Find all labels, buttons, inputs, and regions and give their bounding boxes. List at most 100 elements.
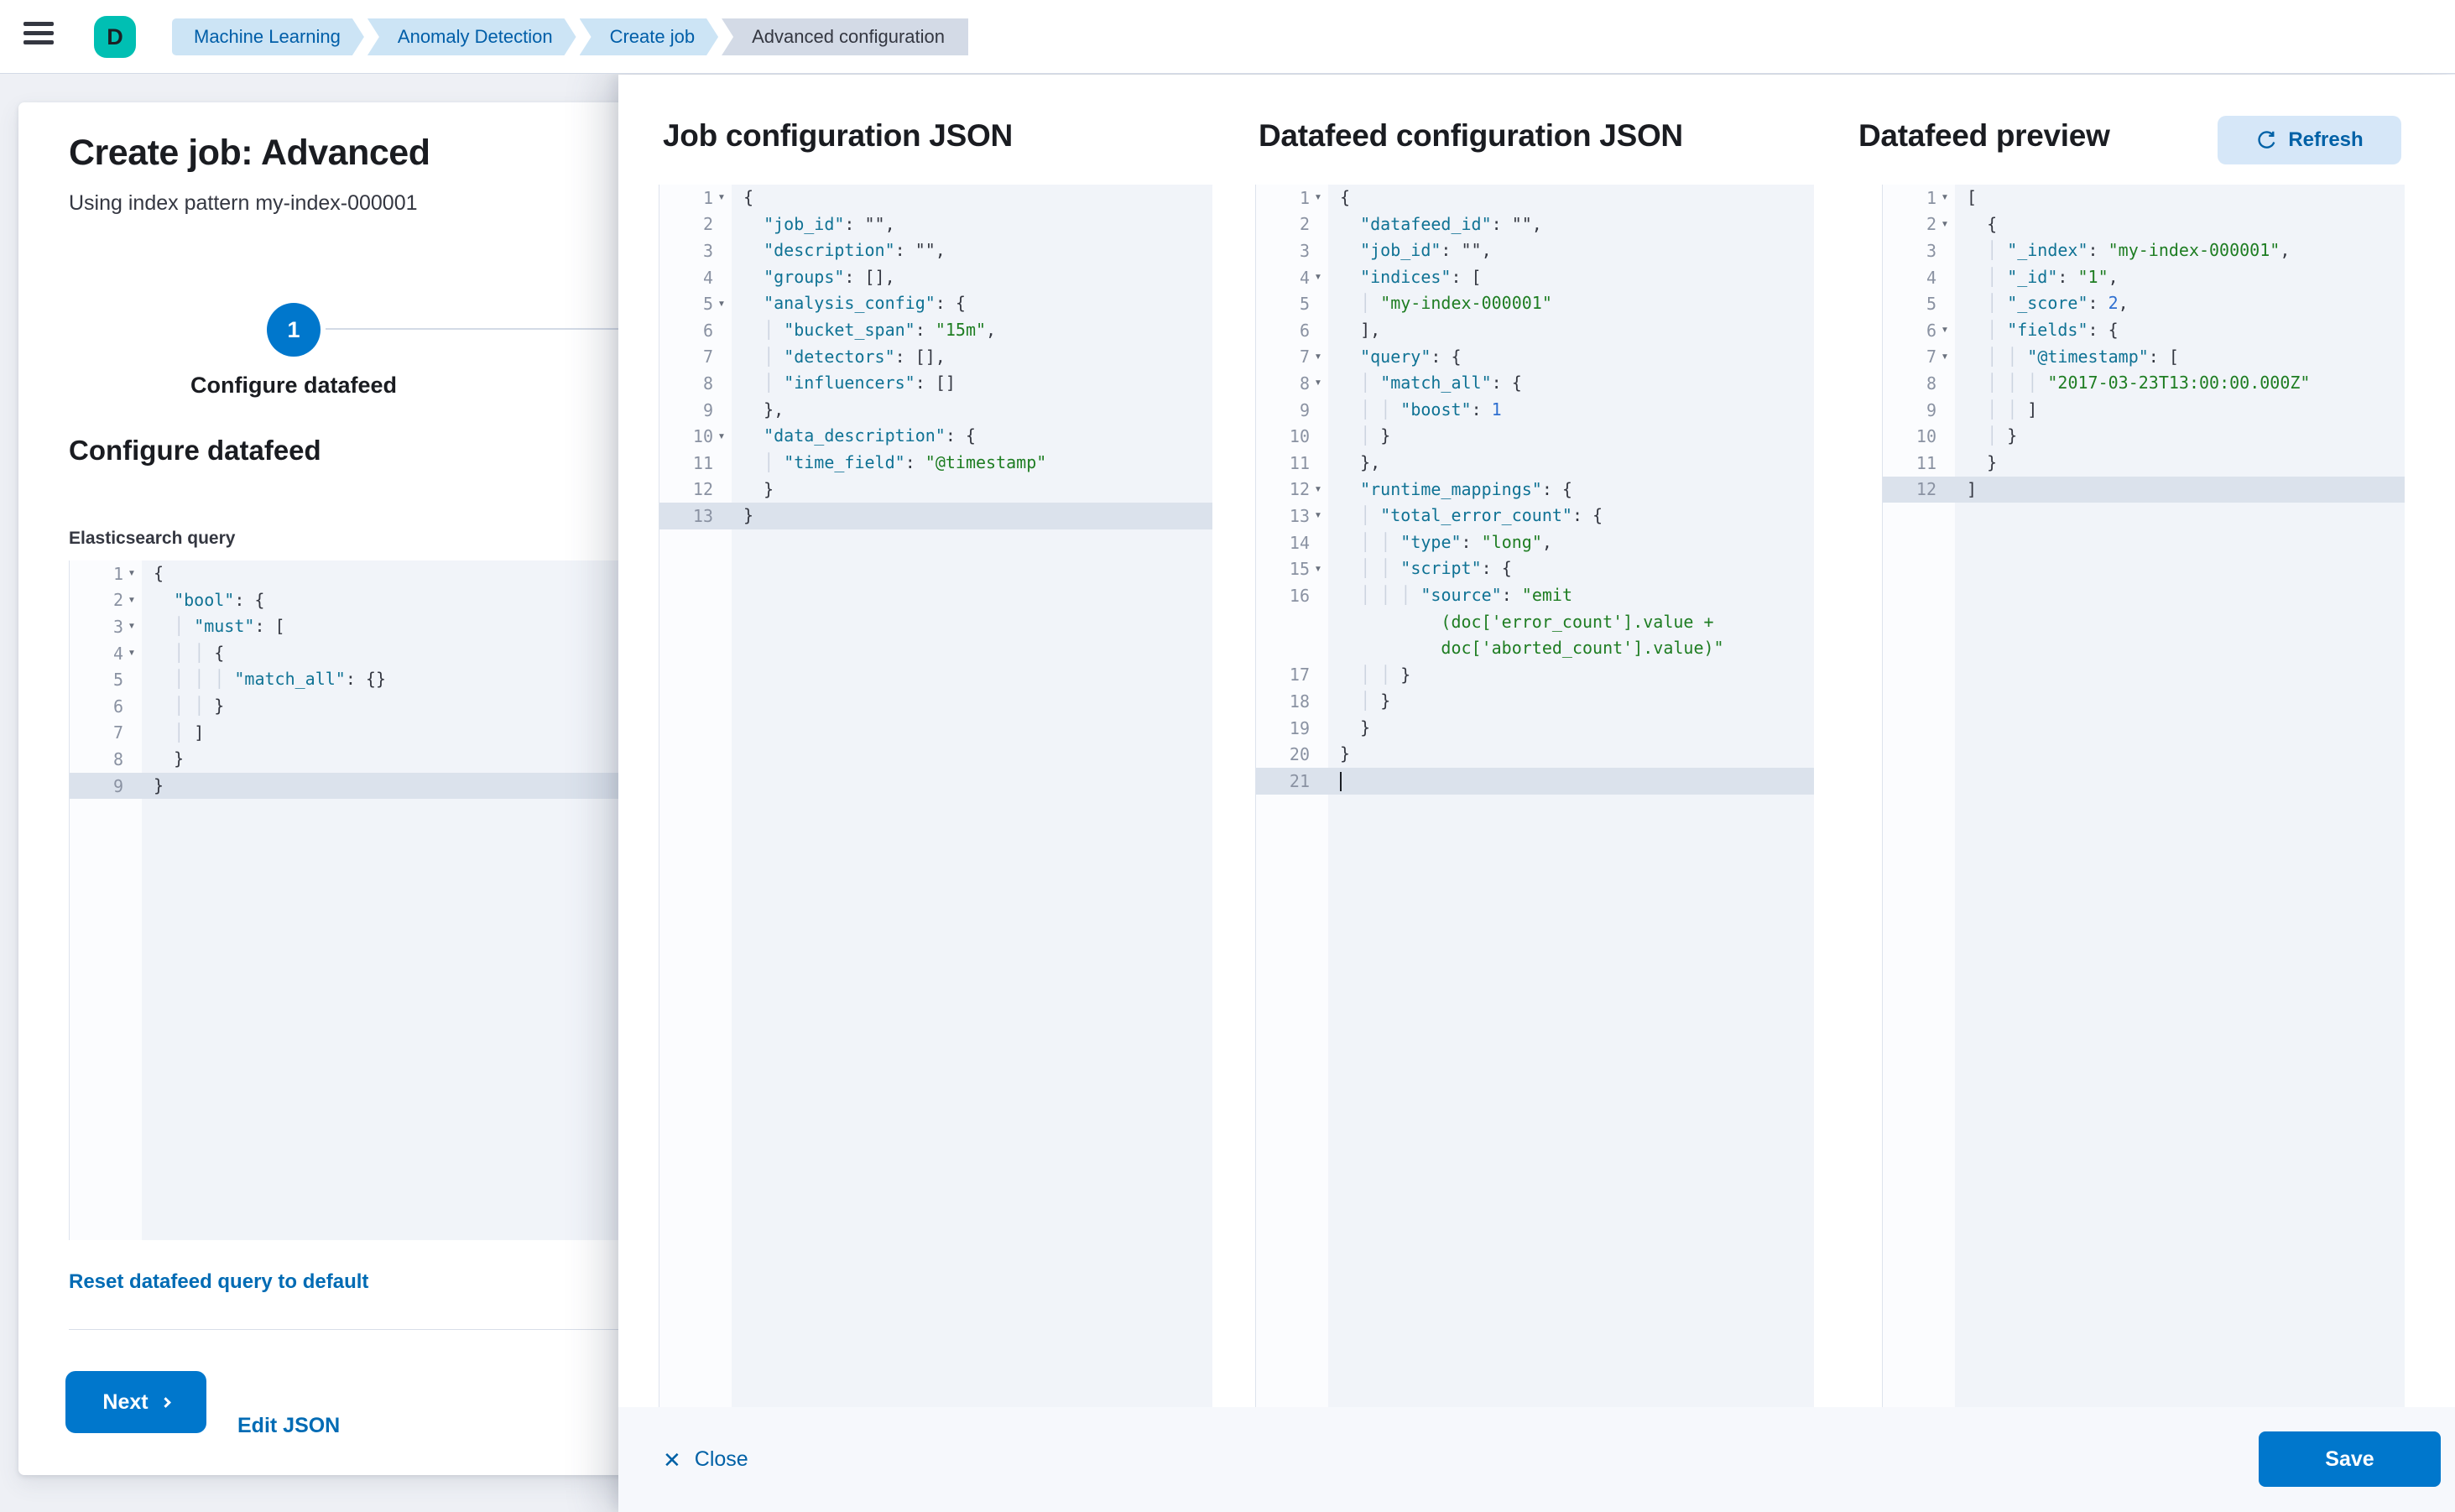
section-heading: Configure datafeed: [69, 435, 321, 466]
next-button[interactable]: Next: [65, 1371, 206, 1433]
line-number: 1: [112, 563, 123, 584]
code-line: doc['aborted_count'].value)": [1441, 638, 1724, 659]
fold-caret-icon[interactable]: ▼: [1314, 564, 1322, 574]
code-line: 7 │ "detectors": [],: [702, 346, 946, 368]
refresh-icon: [2258, 130, 2275, 149]
close-icon: ✕: [663, 1447, 681, 1473]
code-line: 13▼ │ "total_error_count": {: [1289, 505, 1603, 526]
line-number: 5: [112, 670, 123, 691]
code-line: 3 │ "_index": "my-index-000001",: [1926, 240, 2291, 261]
close-button[interactable]: ✕ Close: [663, 1407, 748, 1512]
code-line: 6 ],: [1299, 319, 1381, 341]
step-indicator-circle[interactable]: 1: [267, 303, 321, 357]
code-line: 3 "job_id": "",: [1299, 240, 1492, 261]
line-number: 2: [1926, 214, 1936, 235]
line-number: 7: [112, 722, 123, 743]
code-line: 4▼ "indices": [: [1299, 266, 1482, 288]
fold-caret-icon[interactable]: ▼: [1314, 352, 1322, 362]
breadcrumb-item[interactable]: Create job: [580, 18, 719, 55]
code-line: 3 "description": "",: [702, 240, 946, 261]
line-number: 8: [702, 373, 713, 394]
line-number: 21: [1289, 770, 1310, 791]
fold-caret-icon[interactable]: ▼: [717, 193, 726, 203]
datafeed-preview-editor[interactable]: 1▼[2▼ {3 │ "_index": "my-index-000001",4…: [1882, 185, 2405, 1407]
line-number: 9: [1299, 399, 1310, 420]
line-number: 4: [1299, 267, 1310, 288]
code-line: 16 │ │ │ "source": "emit: [1289, 584, 1573, 606]
line-number: 15: [1289, 559, 1310, 580]
line-number: 3: [702, 240, 713, 261]
fold-caret-icon[interactable]: ▼: [128, 595, 136, 605]
code-line: 11 │ "time_field": "@timestamp": [692, 451, 1047, 473]
line-number: 11: [1289, 452, 1310, 473]
code-line: 21: [1256, 768, 1814, 795]
datafeed-preview-title: Datafeed preview: [1858, 118, 2110, 153]
step-connector: [326, 328, 656, 330]
line-number: 6: [1299, 320, 1310, 341]
reset-datafeed-link[interactable]: Reset datafeed query to default: [69, 1270, 369, 1293]
fold-caret-icon[interactable]: ▼: [1314, 511, 1322, 521]
fold-caret-icon[interactable]: ▼: [1941, 326, 1949, 336]
fold-caret-icon[interactable]: ▼: [128, 569, 136, 579]
save-button[interactable]: Save: [2259, 1431, 2441, 1487]
code-line: 9 │ │ "boost": 1: [1299, 399, 1502, 420]
breadcrumb-item[interactable]: Machine Learning: [172, 18, 364, 55]
fold-caret-icon[interactable]: ▼: [1314, 484, 1322, 494]
hamburger-menu-button[interactable]: [23, 22, 55, 52]
line-number: 16: [1289, 585, 1310, 606]
fold-caret-icon[interactable]: ▼: [1314, 378, 1322, 388]
edit-json-link[interactable]: Edit JSON: [237, 1414, 341, 1437]
code-line: 5 │ "_score": 2,: [1926, 293, 2129, 315]
line-number: 9: [702, 399, 713, 420]
code-line: 8 │ "influencers": []: [702, 373, 956, 394]
fold-caret-icon[interactable]: ▼: [1314, 273, 1322, 283]
code-line: 12 }: [692, 478, 774, 500]
next-button-label: Next: [102, 1389, 149, 1414]
line-number: 5: [702, 294, 713, 315]
code-line: 13}: [659, 503, 1212, 529]
code-line: 8 │ │ │ "2017-03-23T13:00:00.000Z": [1926, 373, 2311, 394]
code-line: 4 │ "_id": "1",: [1926, 266, 2119, 288]
line-number: 14: [1289, 532, 1310, 553]
code-line: 6 │ "bucket_span": "15m",: [702, 319, 997, 341]
refresh-button[interactable]: Refresh: [2218, 116, 2401, 164]
es-query-editor[interactable]: 1▼{2▼ "bool": {3▼ │ "must": [4▼ │ │ {5 │…: [69, 560, 639, 1240]
fold-caret-icon[interactable]: ▼: [128, 622, 136, 632]
line-number: 11: [692, 452, 713, 473]
code-line: 2 "job_id": "",: [702, 213, 895, 235]
fold-caret-icon[interactable]: ▼: [1941, 193, 1949, 203]
line-number: 1: [1926, 187, 1936, 208]
line-number: 10: [1916, 426, 1936, 447]
line-number: 1: [1299, 187, 1310, 208]
wizard-panel: Create job: Advanced Using index pattern…: [18, 102, 656, 1475]
code-line: 4 "groups": [],: [702, 266, 895, 288]
datafeed-config-editor[interactable]: 1▼{2 "datafeed_id": "",3 "job_id": "",4▼…: [1255, 185, 1814, 1407]
code-line: 14 │ │ "type": "long",: [1289, 531, 1552, 553]
code-line: 2▼ {: [1926, 213, 1998, 235]
line-number: 7: [702, 347, 713, 368]
code-line: 6 │ │ }: [112, 695, 225, 717]
fold-caret-icon[interactable]: ▼: [128, 649, 136, 659]
fold-caret-icon[interactable]: ▼: [1941, 352, 1949, 362]
code-line: 17 │ │ }: [1289, 664, 1411, 686]
breadcrumb-item[interactable]: Anomaly Detection: [367, 18, 576, 55]
fold-caret-icon[interactable]: ▼: [717, 431, 726, 441]
line-number: 11: [1916, 452, 1936, 473]
line-number: 13: [1289, 505, 1310, 526]
job-config-editor[interactable]: 1▼{2 "job_id": "",3 "description": "",4 …: [659, 185, 1212, 1407]
user-avatar[interactable]: D: [94, 16, 136, 58]
code-line: 3▼ │ "must": [: [112, 616, 285, 637]
line-number: 3: [112, 616, 123, 637]
fold-caret-icon[interactable]: ▼: [1314, 193, 1322, 203]
line-number: 13: [692, 505, 713, 526]
divider: [69, 1329, 639, 1330]
line-number: 12: [692, 479, 713, 500]
code-line: 5 │ "my-index-000001": [1299, 293, 1552, 315]
code-line: 19 }: [1289, 717, 1371, 738]
fold-caret-icon[interactable]: ▼: [717, 299, 726, 309]
code-line: 8 }: [112, 748, 185, 769]
fold-caret-icon[interactable]: ▼: [1941, 219, 1949, 229]
text-cursor: [1340, 772, 1342, 792]
line-number: 6: [112, 696, 123, 717]
